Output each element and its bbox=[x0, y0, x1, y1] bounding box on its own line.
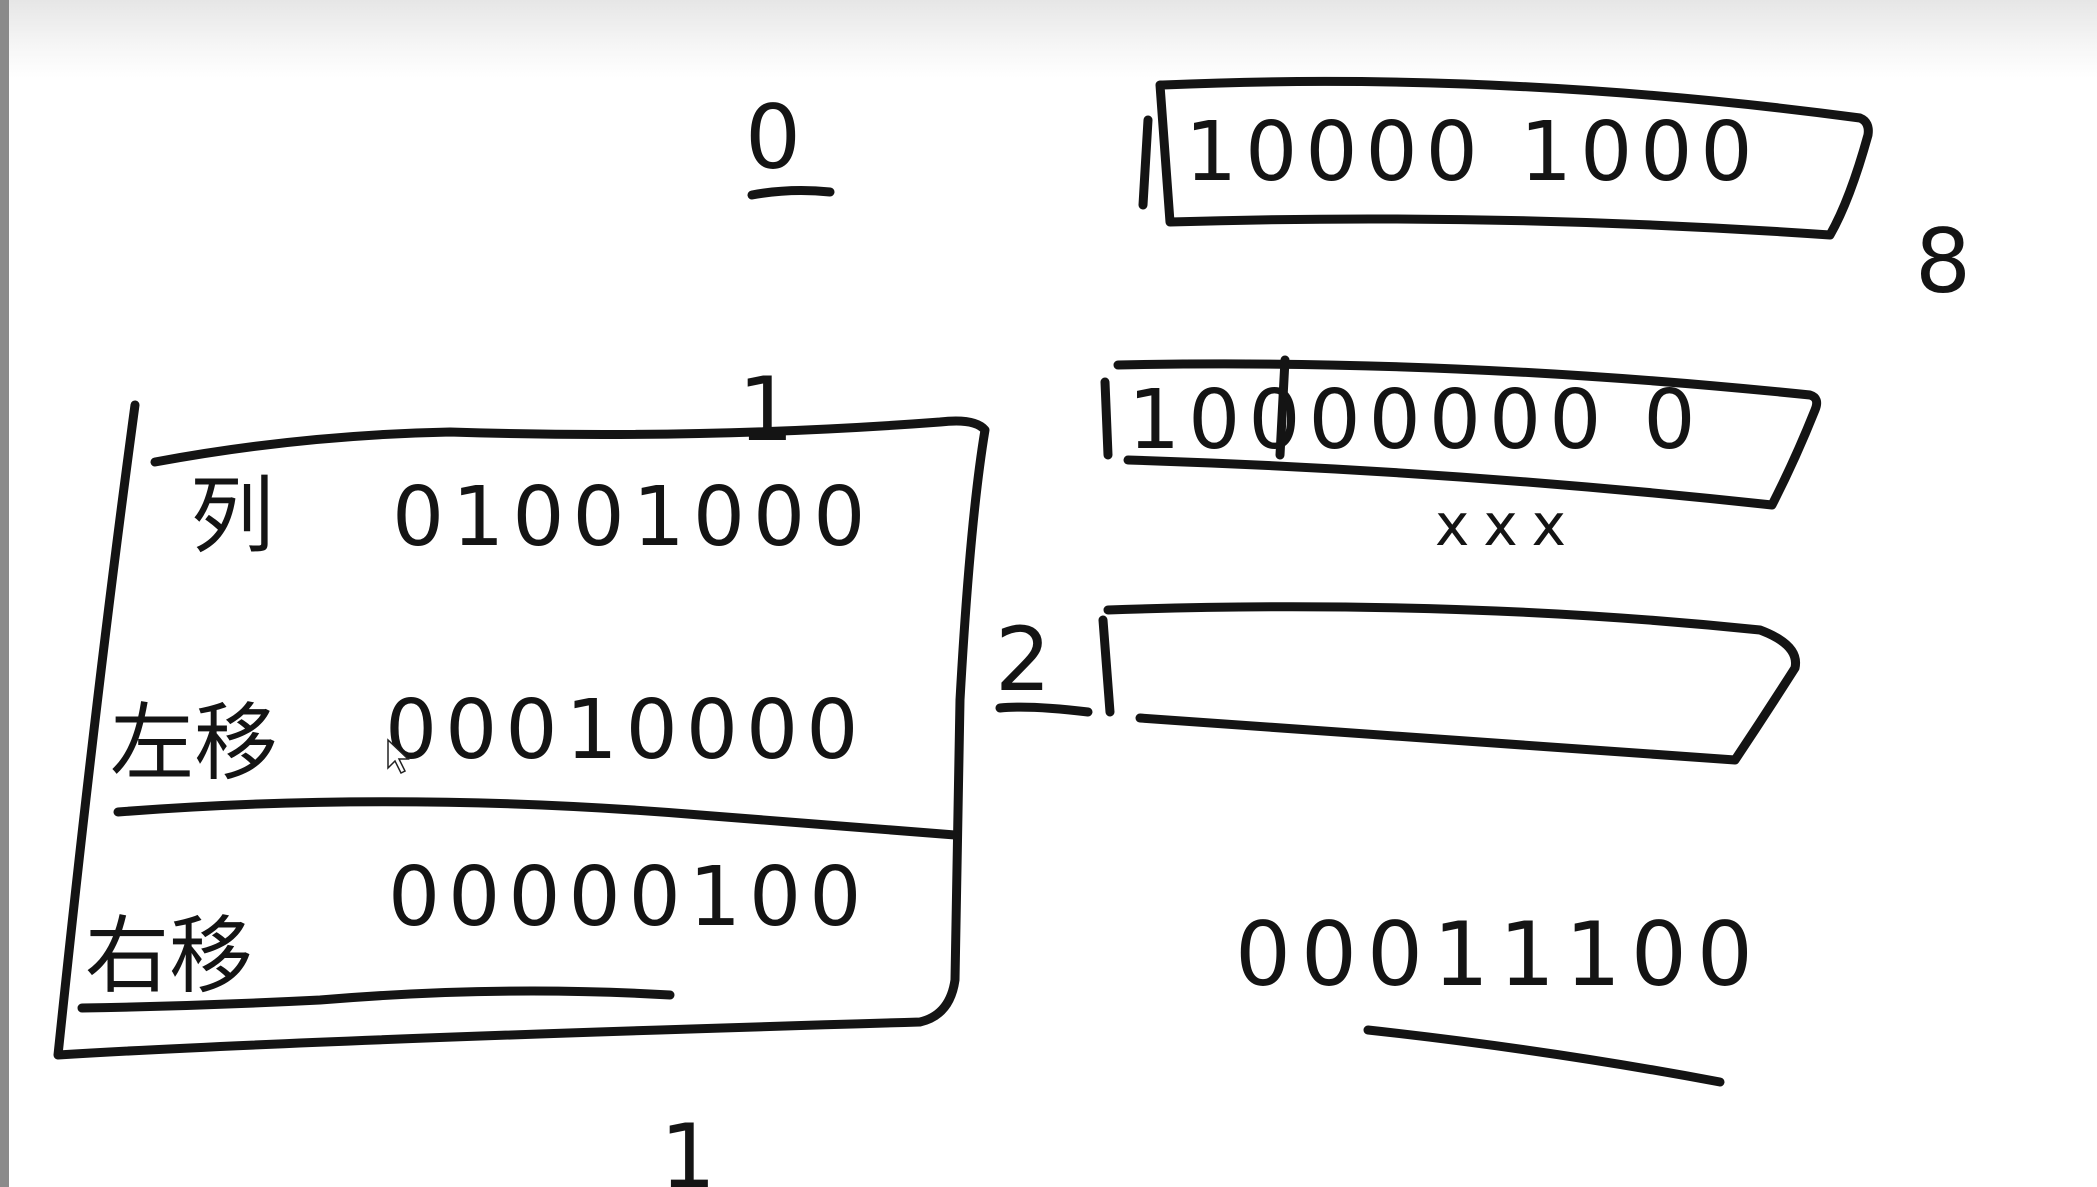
mark-zero-underline bbox=[747, 186, 835, 200]
right-box1-side-label: 8 bbox=[1915, 210, 1981, 313]
mark-one: 1 bbox=[738, 358, 804, 461]
right-box2-bits: 10000000 0 bbox=[1128, 373, 1704, 468]
right-box2-divider bbox=[1275, 355, 1290, 460]
right-box3-left-stroke bbox=[1098, 615, 1115, 717]
right-box3-outline bbox=[1103, 602, 1801, 765]
left-table-outline bbox=[53, 400, 990, 1060]
mark-two-underline bbox=[995, 702, 1093, 717]
table-row2-bits: 00010000 bbox=[385, 683, 866, 778]
mark-zero: 0 bbox=[745, 86, 811, 189]
mark-bottom-one: 1 bbox=[660, 1105, 726, 1187]
right-box2-marks: xxx bbox=[1435, 491, 1580, 559]
window-top-bar bbox=[0, 0, 2097, 78]
table-row3-bits: 00000100 bbox=[388, 850, 869, 945]
right-box1-bits: 10000 1000 bbox=[1185, 105, 1761, 200]
right-box2-left-stroke bbox=[1100, 377, 1113, 460]
mouse-cursor-icon bbox=[387, 738, 410, 775]
result-bits: 00011100 bbox=[1235, 903, 1763, 1006]
right-box1-outline bbox=[1155, 76, 1873, 240]
table-row2-label: 左移 bbox=[110, 694, 278, 792]
table-row3-label: 右移 bbox=[85, 907, 253, 1005]
result-underline bbox=[1363, 1025, 1725, 1087]
window-left-edge bbox=[0, 0, 9, 1187]
right-box1-left-stroke bbox=[1138, 115, 1153, 210]
table-row-separator bbox=[113, 797, 960, 840]
table-row1-label: 列 bbox=[190, 467, 274, 565]
mark-two: 2 bbox=[995, 608, 1061, 711]
right-box2-outline bbox=[1113, 359, 1822, 510]
table-row1-bits: 01001000 bbox=[392, 470, 873, 565]
table-row3-underline bbox=[77, 986, 675, 1013]
